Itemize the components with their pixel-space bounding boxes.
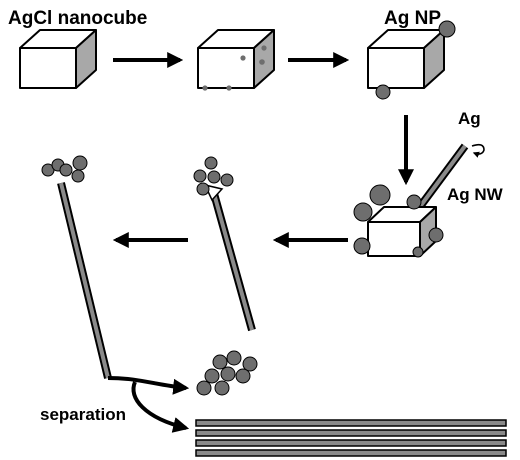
label-agcl-nanocube: AgCl nanocube — [8, 8, 147, 29]
nanowire-with-cluster — [209, 188, 256, 332]
attached-ag-particles — [353, 184, 444, 258]
agcl-nanocube — [19, 29, 97, 89]
growing-ag-nanowire — [415, 143, 469, 211]
long-nanowire — [57, 182, 112, 379]
label-ag-np: Ag NP — [384, 8, 441, 29]
label-separation: separation — [40, 405, 126, 424]
cluster-particles-middle — [193, 156, 234, 196]
ag-supply-curved-arrow — [471, 143, 485, 158]
separated-ag-particles — [196, 350, 258, 396]
ag-nanoparticles — [375, 20, 456, 100]
cube-with-nanowire — [367, 206, 437, 257]
ag-np-cube — [367, 29, 445, 89]
cluster-particles-left — [41, 155, 88, 183]
separation-arrow-particles — [107, 376, 190, 395]
separated-ag-nanowires — [195, 419, 507, 457]
separation-arrow-wires — [131, 381, 190, 433]
ag-nuclei — [202, 45, 267, 91]
label-ag: Ag — [458, 109, 481, 128]
nucleating-cube — [197, 29, 275, 89]
label-ag-nw: Ag NW — [447, 185, 504, 204]
